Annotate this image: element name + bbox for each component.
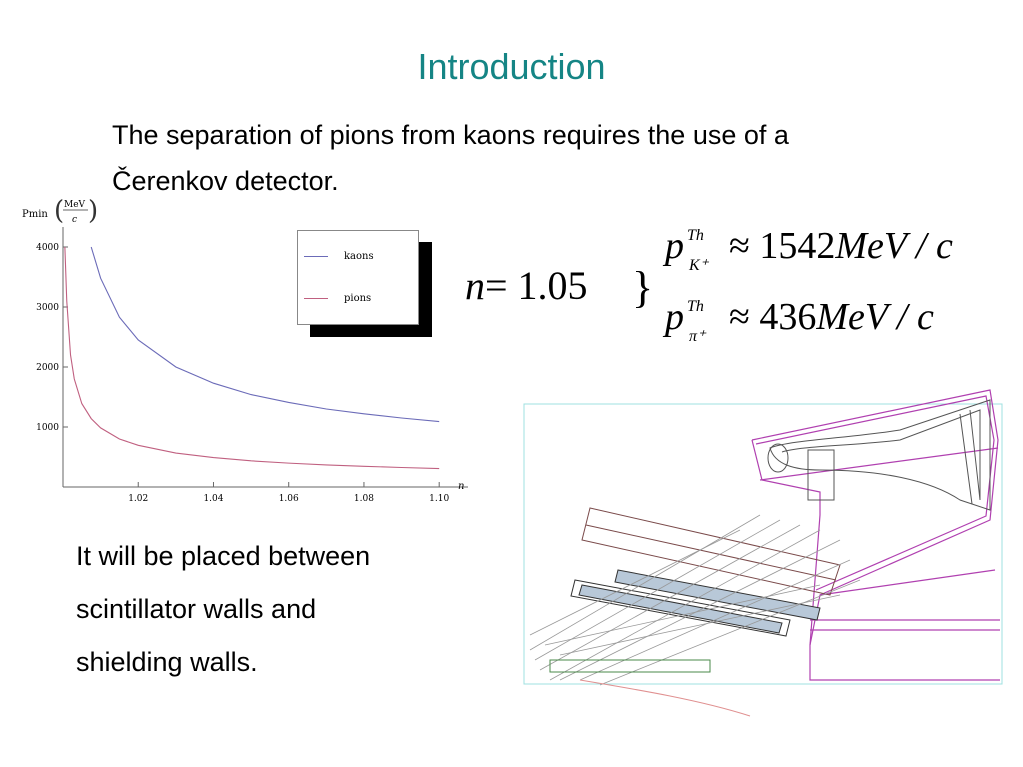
legend-label-kaons: kaons [344, 251, 374, 262]
pion-sup: Th [687, 298, 704, 315]
kaon-p-letter: p [665, 225, 684, 267]
y-tick-label: 4000 [36, 243, 59, 253]
series-line-kaons [90, 246, 440, 423]
beam-line [579, 679, 751, 717]
detector-geometry-drawing [523, 389, 1003, 717]
n-symbol: n [465, 263, 485, 308]
legend-swatch-pions [304, 298, 328, 299]
series-line-pions [64, 246, 440, 470]
y-axis-paren-left: ( [54, 196, 64, 226]
y-axis-unit-den: c [72, 215, 77, 225]
y-tick-label: 3000 [36, 303, 59, 313]
kaon-sub: K⁺ [689, 257, 709, 274]
chart-series [64, 246, 440, 470]
placement-line-3: shielding walls. [76, 647, 258, 677]
intro-text: The separation of pions from kaons requi… [112, 112, 932, 204]
x-axis-label: n [458, 481, 464, 492]
kaon-unit: MeV / c [835, 225, 953, 267]
pion-rhs: ≈ 436MeV / c [729, 295, 934, 339]
placement-text: It will be placed between scintillator w… [76, 530, 496, 689]
kaon-rhs: ≈ 1542MeV / c [729, 224, 953, 268]
slide-title: Introduction [417, 46, 606, 87]
y-axis-label: Pmin [22, 209, 48, 220]
chart-legend: kaons pions [297, 230, 419, 325]
y-tick-label: 2000 [36, 363, 59, 373]
x-tick-label: 1.08 [354, 494, 374, 504]
x-tick-label: 1.06 [279, 494, 299, 504]
legend-item-kaons: kaons [304, 251, 374, 262]
kaon-sup: Th [687, 227, 704, 244]
placement-line-2: scintillator walls and [76, 594, 317, 624]
x-tick-label: 1.02 [128, 494, 148, 504]
ground-plate [549, 659, 711, 673]
pmin-chart: 1.02 1.04 1.06 1.08 1.10 1000 2000 3000 4000 Pmi… [22, 196, 468, 504]
placement-line-1: It will be placed between [76, 541, 371, 571]
x-tick-label: 1.10 [429, 494, 449, 504]
scintillator-bars [570, 569, 821, 637]
n-value: = 1.05 [485, 263, 588, 308]
pion-p-letter: p [665, 296, 684, 338]
legend-swatch-kaons [304, 256, 328, 257]
y-tick-label: 1000 [36, 423, 59, 433]
cerenkov-horn [767, 399, 991, 511]
legend-label-pions: pions [344, 293, 372, 304]
chart-ticks: 1.02 1.04 1.06 1.08 1.10 1000 2000 3000 4000 [36, 243, 449, 504]
shielding-wall [751, 389, 1000, 681]
refractive-index-formula: n= 1.05 [465, 262, 588, 309]
chart-axes [62, 227, 468, 488]
scintillator-walls [581, 507, 841, 596]
kaon-approx: ≈ 1542 [729, 225, 836, 267]
legend-item-pions: pions [304, 293, 371, 304]
x-tick-label: 1.04 [203, 494, 223, 504]
pion-unit: MeV / c [816, 296, 934, 338]
formula-brace: } [632, 263, 654, 312]
y-axis-paren-right: ) [88, 196, 98, 226]
pion-sub: π⁺ [689, 328, 706, 345]
pion-approx: ≈ 436 [729, 296, 817, 338]
y-axis-unit-num: MeV [64, 200, 86, 210]
intro-line-1: The separation of pions from kaons requi… [112, 120, 789, 150]
intro-line-2: Čerenkov detector. [112, 166, 339, 196]
detector-frame [523, 403, 1003, 685]
